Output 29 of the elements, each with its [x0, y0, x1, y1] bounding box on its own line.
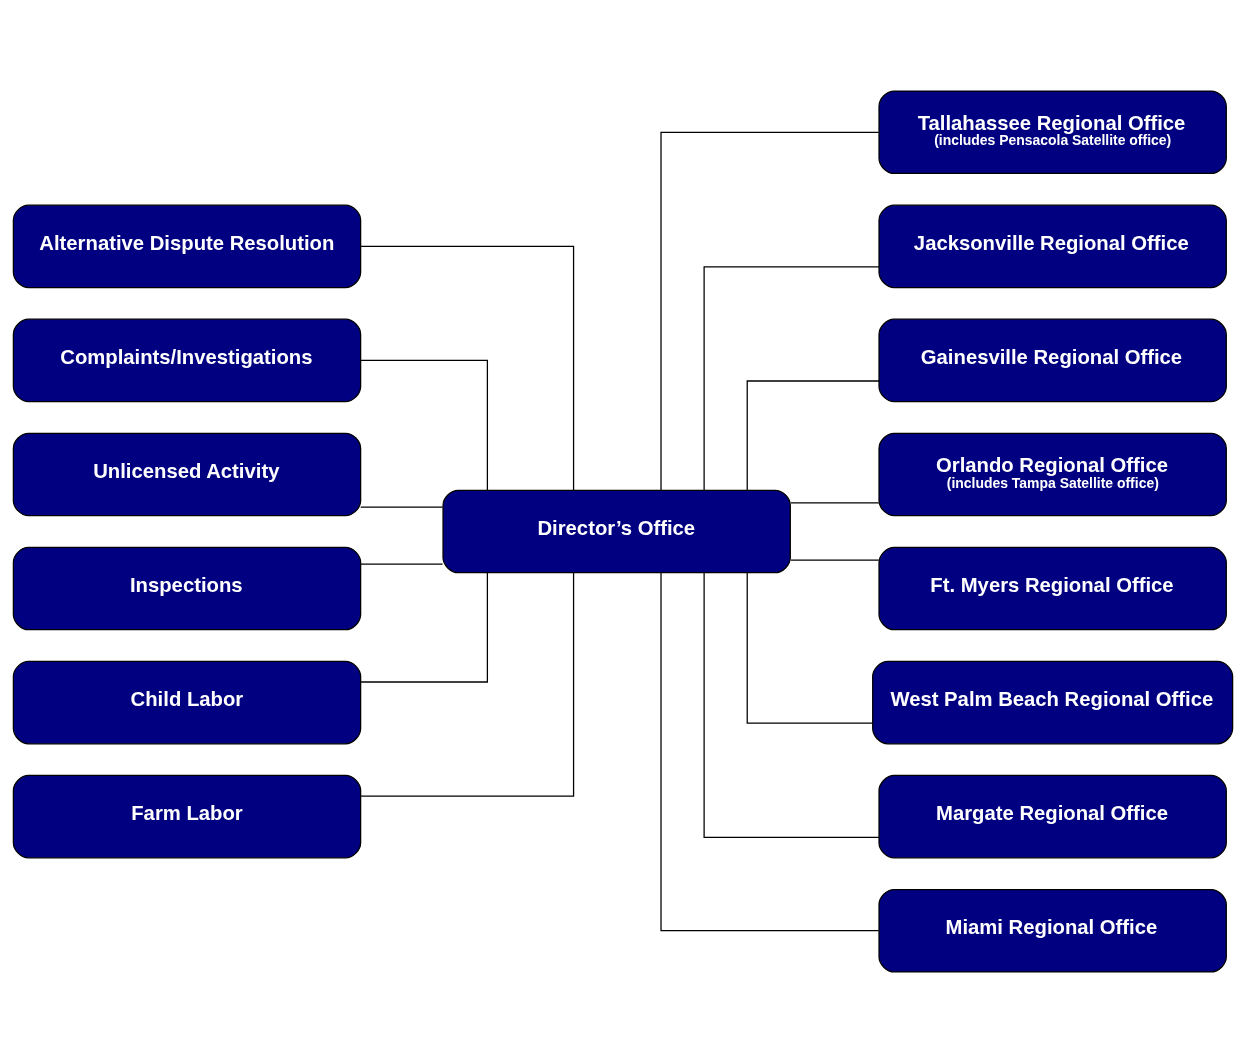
- connector: [360, 245, 575, 491]
- node-box: Gainesville Regional Office: [878, 318, 1227, 402]
- connector: [703, 571, 880, 838]
- node-box: West Palm Beach Regional Office: [872, 660, 1234, 744]
- connector: [360, 359, 489, 491]
- node-box: Margate Regional Office: [878, 774, 1227, 858]
- connector: [360, 571, 575, 797]
- connector: [790, 501, 880, 504]
- connector: [360, 571, 489, 683]
- connector: [703, 265, 880, 491]
- node-box: Jacksonville Regional Office: [878, 204, 1227, 288]
- node-box: Farm Labor: [12, 774, 362, 858]
- connector: [360, 563, 444, 565]
- node-box: Miami Regional Office: [878, 888, 1227, 973]
- node-box: Director’s Office: [442, 489, 791, 573]
- node-box: Child Labor: [12, 660, 362, 744]
- connector: [660, 571, 880, 931]
- node-box: Unlicensed Activity: [12, 432, 362, 516]
- node-box: Tallahassee Regional Office (includes Pensacola Satellite office): [878, 89, 1227, 174]
- node-box: Inspections: [12, 546, 362, 630]
- connector: [746, 379, 880, 491]
- connector: [790, 558, 880, 561]
- connector: [660, 131, 880, 491]
- node-box: Orlando Regional Office (includes Tampa Satellite office): [878, 432, 1227, 516]
- node-box: Alternative Dispute Resolution: [12, 204, 362, 288]
- node-box: Ft. Myers Regional Office: [878, 546, 1227, 630]
- node-box: Complaints/Investigations: [12, 318, 362, 402]
- connector: [360, 506, 444, 508]
- connector: [746, 571, 873, 724]
